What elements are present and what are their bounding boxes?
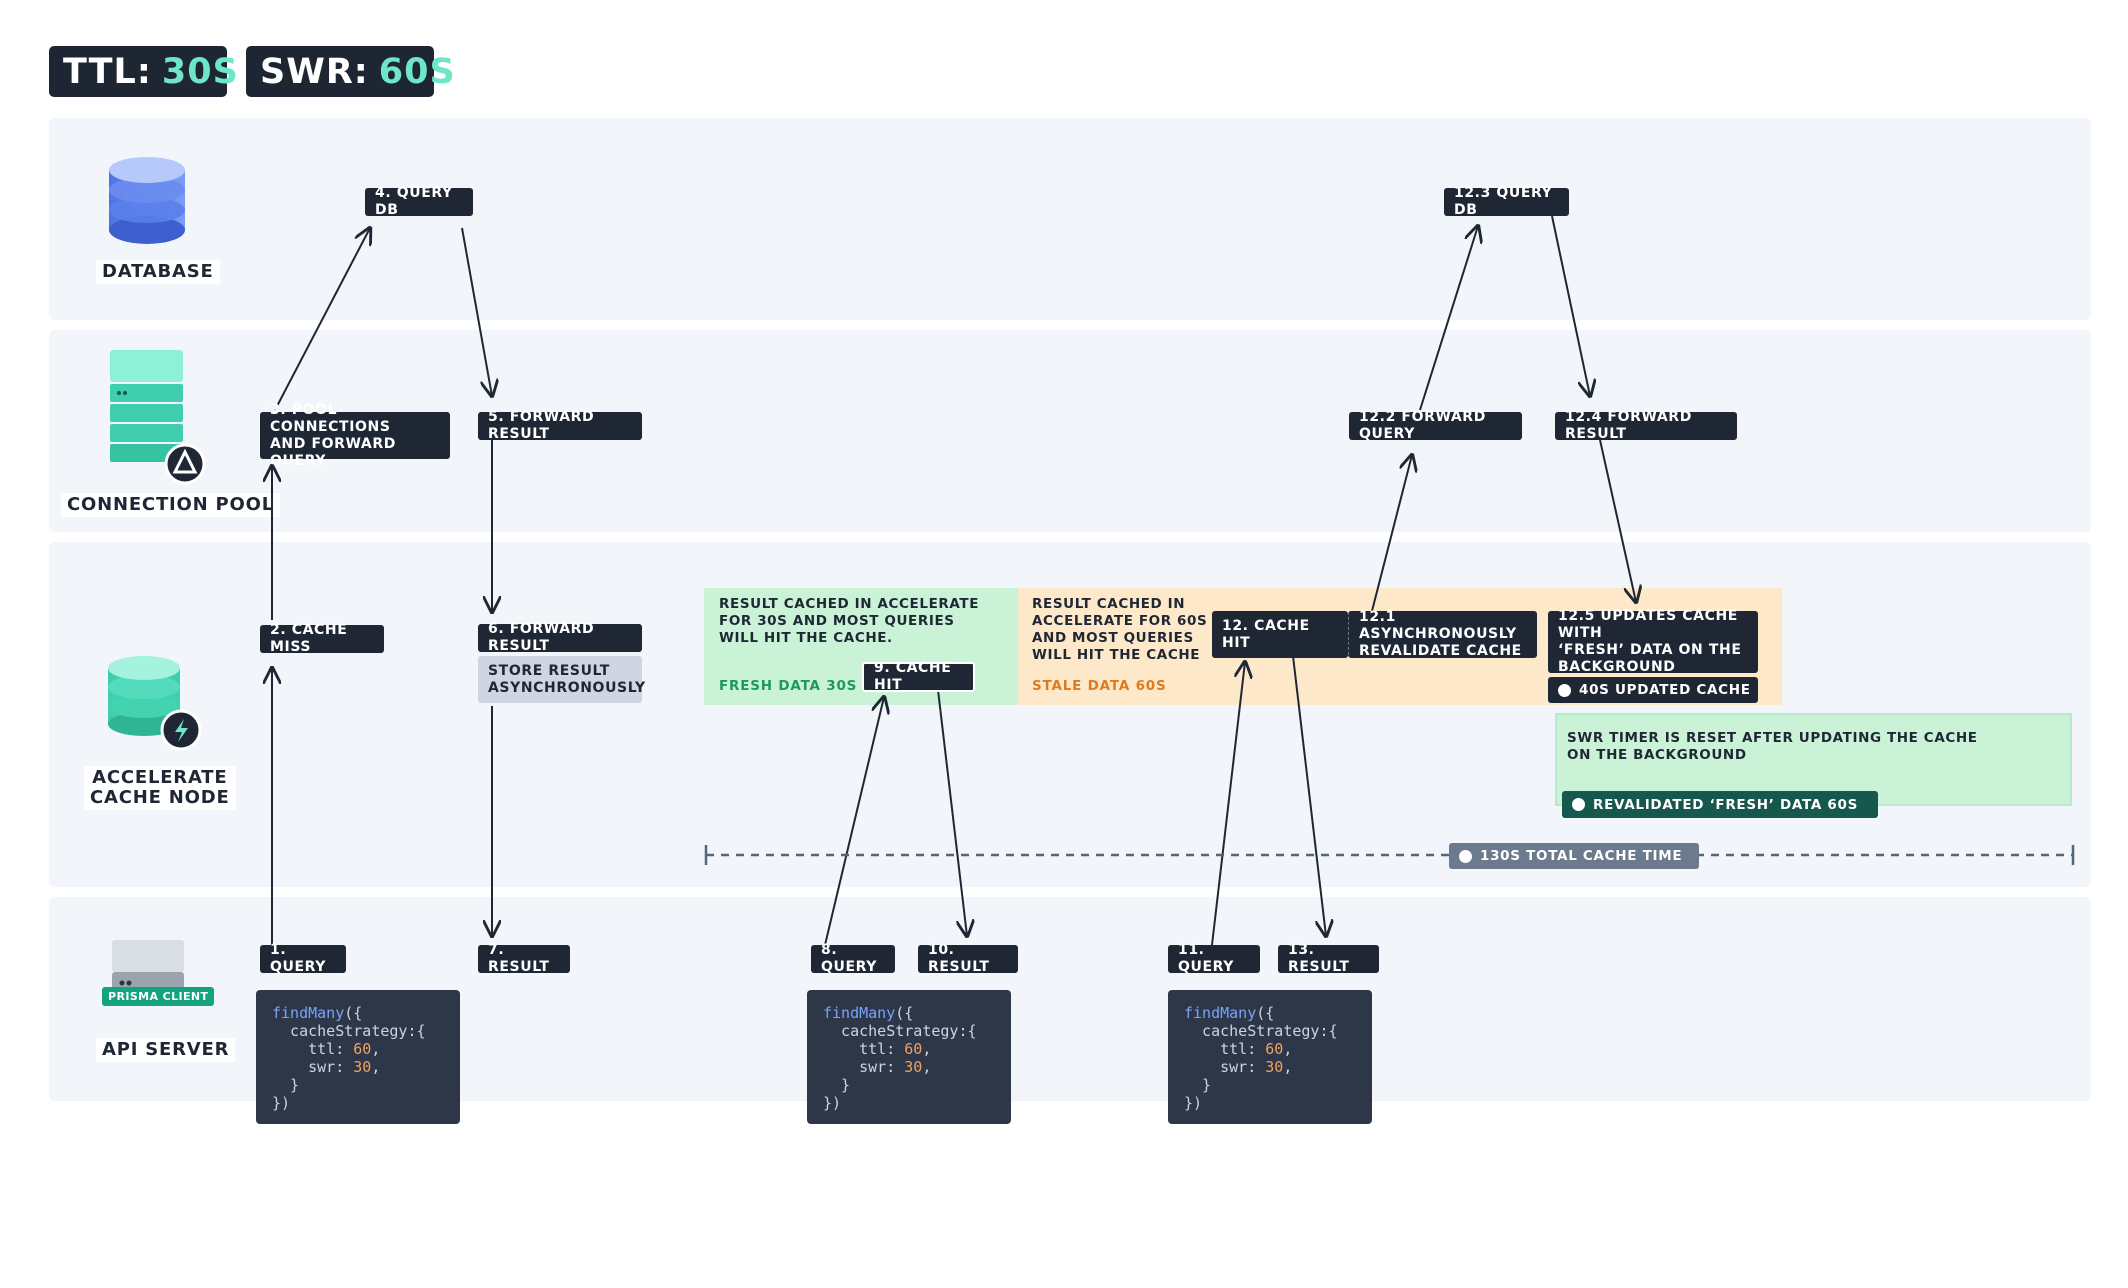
step-5-forward-result: 5. FORWARD RESULT: [478, 409, 642, 442]
arrow-revalidate-to-pool: [1371, 455, 1412, 612]
swr-reset-text: SWR TIMER IS RESET AFTER UPDATING THE CA…: [1567, 730, 1978, 763]
api-server-label: API SERVER: [96, 1038, 236, 1062]
database-lane: [49, 118, 2091, 320]
code-ttl-val: 60: [1265, 1040, 1284, 1058]
code-ttl-val: 60: [904, 1040, 923, 1058]
step-13-result: 13. RESULT: [1278, 942, 1379, 975]
step-7-result: 7. RESULT: [478, 942, 570, 975]
revalidated-data-timer: REVALIDATED ‘FRESH’ DATA 60S: [1562, 791, 1878, 818]
swr-badge: SWR:60S: [246, 46, 455, 97]
fresh-zone-text: RESULT CACHED IN ACCELERATE FOR 30S AND …: [719, 596, 980, 646]
code-strategy: cacheStrategy:{: [1184, 1022, 1338, 1040]
prisma-client-badge: PRISMA CLIENT: [102, 987, 215, 1006]
step-12-1-revalidate: 12.1 ASYNCHRONOUSLY REVALIDATE CACHE: [1348, 609, 1537, 659]
code-open: ({: [1256, 1004, 1275, 1022]
step-6-forward-result: 6. FORWARD RESULT: [478, 621, 642, 654]
step-10-result: 10. RESULT: [918, 942, 1018, 975]
connection-pool-label: CONNECTION POOL: [61, 493, 281, 517]
total-cache-time-badge: 130S TOTAL CACHE TIME: [1449, 843, 1699, 869]
code-strategy: cacheStrategy:{: [823, 1022, 977, 1040]
total-cache-time-text: 130S TOTAL CACHE TIME: [1480, 848, 1683, 864]
arrow-cachehit-to-result13: [1292, 655, 1326, 936]
code-swr-key: swr:: [823, 1058, 905, 1076]
code-ttl-key: ttl:: [1184, 1040, 1266, 1058]
step-12-cache-hit: 12. CACHE HIT: [1212, 611, 1348, 658]
code-swr-key: swr:: [272, 1058, 354, 1076]
swr-key: SWR:: [260, 51, 369, 92]
code-fn: findMany: [272, 1004, 345, 1022]
code-close: }): [272, 1094, 291, 1112]
step-1-query: 1. QUERY: [260, 942, 346, 975]
fresh-zone-label: FRESH DATA 30S: [719, 678, 858, 694]
stale-zone-text: RESULT CACHED IN ACCELERATE FOR 60S AND …: [1032, 596, 1208, 663]
database-label: DATABASE: [96, 260, 220, 284]
code-fn: findMany: [1184, 1004, 1257, 1022]
arrow-query8-to-cachehit: [824, 697, 884, 946]
stale-zone-label: STALE DATA 60S: [1032, 678, 1167, 694]
arrow-cachehit-to-result10: [937, 689, 967, 936]
code-strategy: cacheStrategy:{: [272, 1022, 426, 1040]
step-3-pool-connections: 3. POOL CONNECTIONS AND FORWARD QUERY: [260, 402, 450, 469]
arrow-db-to-pool: [461, 227, 492, 396]
code-ttl-key: ttl:: [823, 1040, 905, 1058]
code-close: }): [823, 1094, 842, 1112]
code-swr-val: 30: [904, 1058, 923, 1076]
clock-icon: [1572, 798, 1585, 811]
step-2-cache-miss: 2. CACHE MISS: [260, 622, 384, 655]
arrow-db-to-pool-2: [1551, 215, 1590, 396]
arrow-pool-to-db-2: [1419, 226, 1478, 411]
revalidated-data-text: REVALIDATED ‘FRESH’ DATA 60S: [1593, 796, 1859, 813]
step-4-query-db: 4. QUERY DB: [365, 185, 473, 218]
step-11-query: 11. QUERY: [1168, 942, 1260, 975]
step-8-query: 8. QUERY: [811, 942, 895, 975]
swr-value: 60S: [378, 51, 456, 92]
step-12-3-query-db: 12.3 QUERY DB: [1444, 185, 1569, 218]
clock-icon: [1558, 683, 1571, 697]
arrow-pool-to-cache-2: [1599, 439, 1636, 602]
ttl-value: 30S: [161, 51, 239, 92]
arrow-pool-to-db: [274, 228, 370, 411]
code-block-3: findMany({ cacheStrategy:{ ttl: 60, swr:…: [1168, 990, 1372, 1124]
clock-icon: [1459, 849, 1472, 863]
code-swr-key: swr:: [1184, 1058, 1266, 1076]
store-result-note: STORE RESULT ASYNCHRONOUSLY: [478, 656, 645, 703]
code-block-2: findMany({ cacheStrategy:{ ttl: 60, swr:…: [807, 990, 1011, 1124]
database-icon: [109, 157, 185, 244]
code-close-inner: }: [1184, 1076, 1212, 1094]
ttl-key: TTL:: [63, 51, 152, 92]
code-close: }): [1184, 1094, 1203, 1112]
code-ttl-key: ttl:: [272, 1040, 354, 1058]
code-close-inner: }: [272, 1076, 300, 1094]
cache-node-icon: [108, 656, 202, 751]
step-12-2-forward-query: 12.2 FORWARD QUERY: [1349, 409, 1522, 442]
code-fn: findMany: [823, 1004, 896, 1022]
cache-node-label: ACCELERATE CACHE NODE: [84, 766, 236, 810]
ttl-badge: TTL:30S: [49, 46, 238, 97]
code-close-inner: }: [823, 1076, 851, 1094]
arrow-query11-to-cachehit: [1211, 662, 1245, 946]
updated-cache-text: 40S UPDATED CACHE: [1579, 682, 1751, 698]
code-block-1: findMany({ cacheStrategy:{ ttl: 60, swr:…: [256, 990, 460, 1124]
step-9-cache-hit: 9. CACHE HIT: [862, 660, 975, 693]
code-open: ({: [344, 1004, 363, 1022]
step-12-4-forward-result: 12.4 FORWARD RESULT: [1555, 409, 1737, 442]
updated-cache-timer: 40S UPDATED CACHE: [1548, 677, 1758, 703]
code-swr-val: 30: [353, 1058, 372, 1076]
code-ttl-val: 60: [353, 1040, 372, 1058]
code-swr-val: 30: [1265, 1058, 1284, 1076]
server-rack-icon: [110, 350, 206, 485]
step-12-5-updates-cache: 12.5 UPDATES CACHE WITH ‘FRESH’ DATA ON …: [1548, 608, 1758, 675]
code-open: ({: [895, 1004, 914, 1022]
